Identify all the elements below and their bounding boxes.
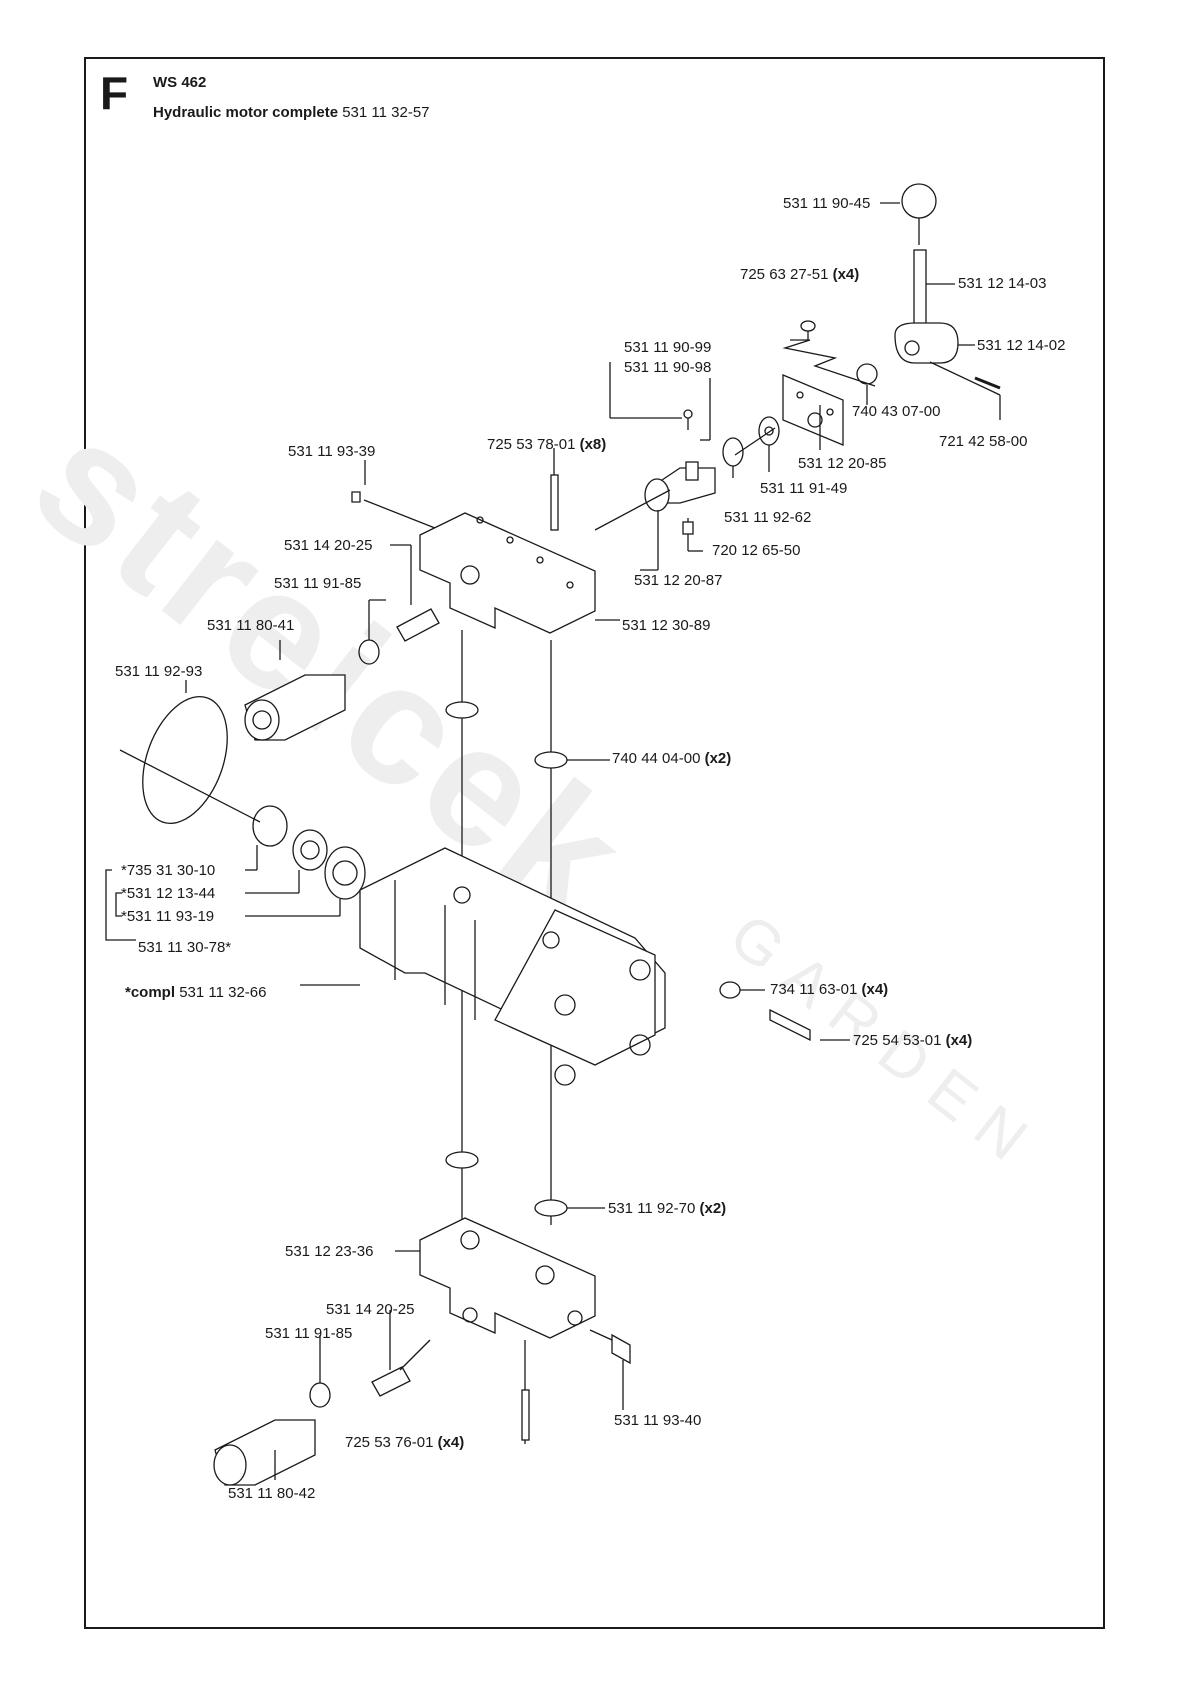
part-label: 531 11 91-85 [265,1325,353,1342]
part-label: 531 12 20-87 [634,572,723,589]
part-label: 531 12 14-02 [977,337,1066,354]
part-label: 531 11 90-98 [624,359,712,376]
part-label: *compl 531 11 32-66 [125,984,267,1001]
part-label: 531 11 91-85 [274,575,362,592]
part-label: 531 11 80-41 [207,617,295,634]
part-label: *735 31 30-10 [121,862,216,879]
part-label: 531 12 14-03 [958,275,1047,292]
circlip-740 [856,363,878,385]
part-label: 531 12 23-36 [285,1243,374,1260]
screw-53-01 [769,1008,811,1042]
spring-lower [371,1366,411,1397]
part-label: 531 11 93-39 [288,443,376,460]
drawing-frame [84,57,1105,1629]
top-valve-block [419,512,596,634]
part-label: 725 53 78-01 (x8) [487,436,607,453]
oring-lower-91-85 [309,1382,331,1408]
section-letter: F [100,67,129,119]
oring-lower-a [445,1151,479,1169]
part-label: 734 11 63-01 (x4) [770,981,889,998]
part-label: 531 14 20-25 [284,537,373,554]
spring-14-20-25 [396,608,440,642]
part-label: 531 12 30-89 [622,617,711,634]
plug-93-40 [611,1333,631,1365]
part-label: 531 11 30-78* [138,939,232,956]
oring-44-04 [534,751,568,769]
oring-92-70 [534,1199,568,1217]
washer-63-01 [719,981,741,999]
part-label: 531 11 90-45 [783,195,871,212]
part-label: 740 44 04-00 (x2) [612,750,732,767]
page-title: Hydraulic motor complete 531 11 32-57 [153,104,430,121]
part-label: *531 12 13-44 [121,885,216,902]
plate [782,374,844,446]
washer-91-49 [758,416,780,446]
part-label: 531 11 92-70 (x2) [608,1200,727,1217]
part-label: 531 12 20-85 [798,455,887,472]
part-label: 531 11 80-42 [228,1485,316,1502]
knob [901,183,937,219]
part-label: 725 63 27-51 (x4) [740,266,860,283]
part-label: 720 12 65-50 [712,542,801,559]
part-label: *531 11 93-19 [121,908,215,925]
title-text: Hydraulic motor complete [153,104,339,121]
model-name: WS 462 [153,74,207,91]
circlip-735 [252,805,288,847]
part-label: 721 42 58-00 [939,433,1028,450]
washer-13-44 [292,829,328,871]
title-part-number: 531 11 32-57 [342,104,430,121]
part-label: 725 54 53-01 (x4) [853,1032,973,1049]
lever-rod [913,249,927,331]
part-label: 531 11 92-93 [115,663,203,680]
oring-92-93 [142,695,228,825]
lever-hub [894,322,959,364]
part-label: 531 11 93-40 [614,1412,702,1429]
seal-93-19 [324,846,366,900]
part-label: 725 53 76-01 (x4) [345,1434,465,1451]
part-label: 531 11 92-62 [724,509,812,526]
oring-91-85 [358,639,380,665]
screw-76-01 [521,1389,530,1441]
bottom-valve-block [419,1217,596,1339]
part-label: 531 11 91-49 [760,480,848,497]
screw-78-01 [550,474,559,531]
part-label: 740 43 07-00 [852,403,941,420]
oring-upper-a [445,701,479,719]
part-label: 531 14 20-25 [326,1301,415,1318]
part-label: 531 11 90-99 [624,339,712,356]
